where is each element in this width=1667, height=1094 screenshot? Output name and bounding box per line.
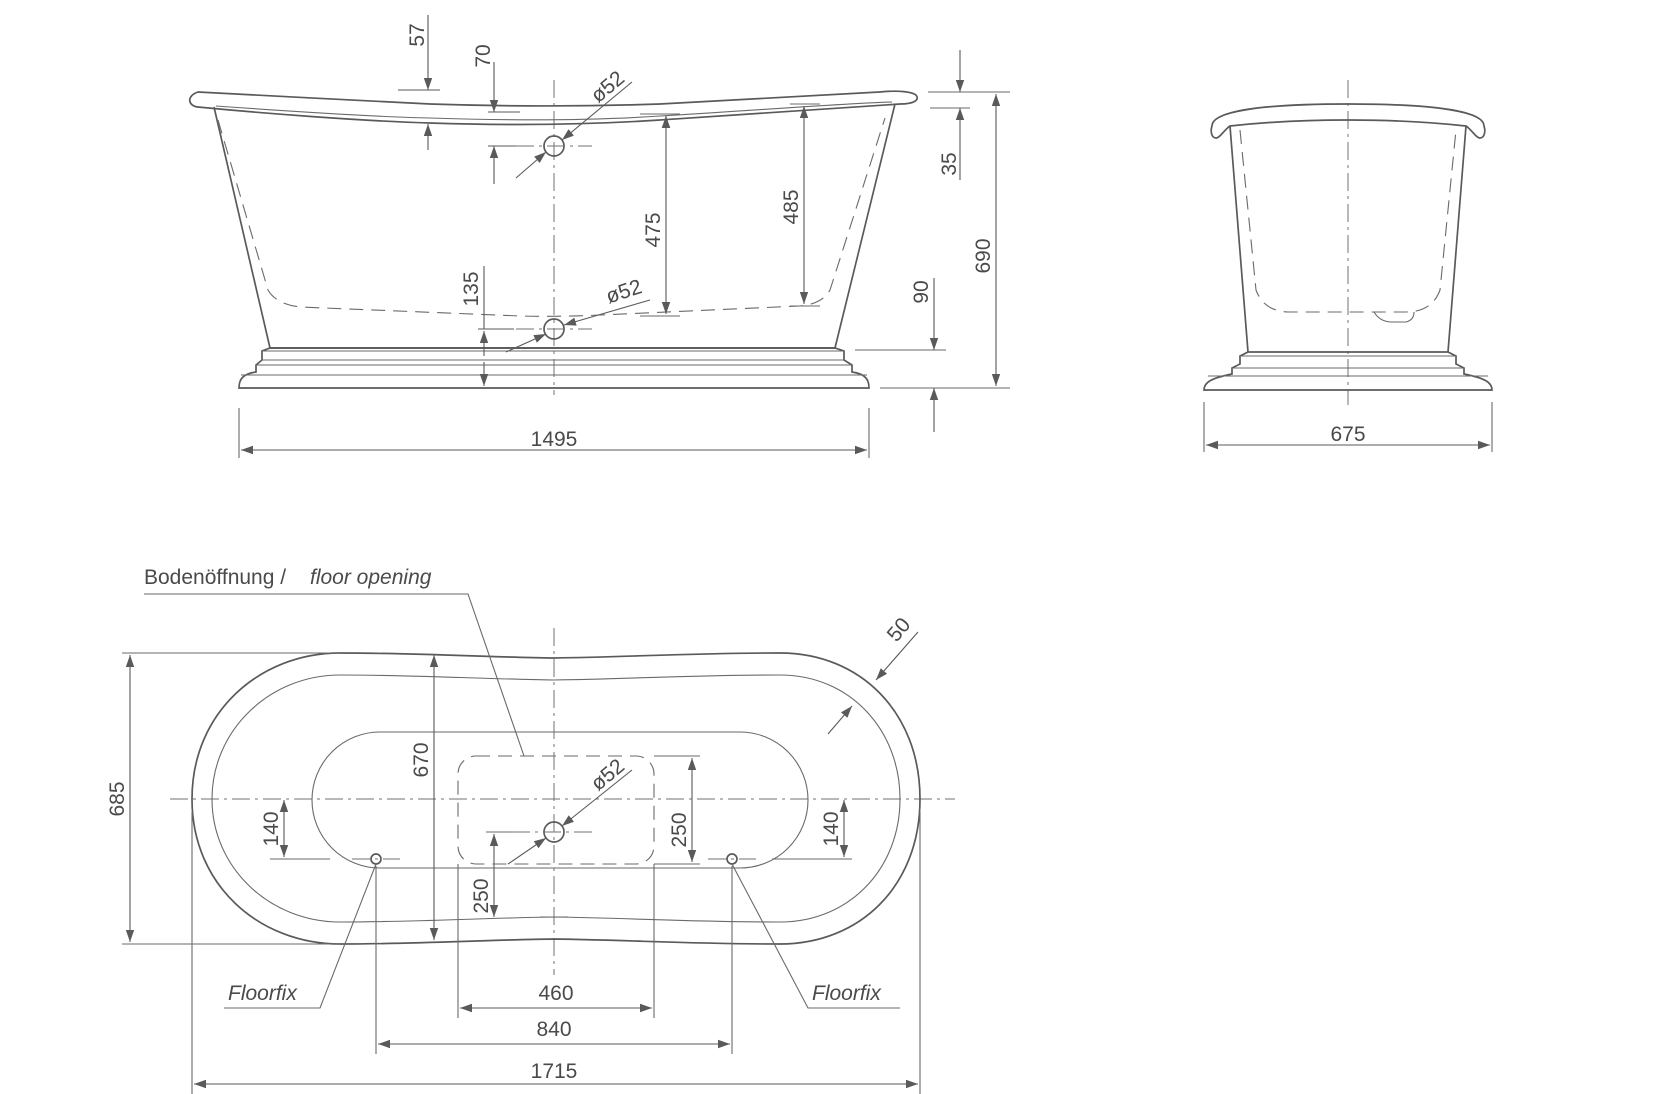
- dim-plan-inner-width: 670: [410, 742, 433, 777]
- side-plinth: [238, 347, 870, 389]
- dim-plan-total-width: 685: [106, 781, 129, 816]
- side-view: 57 70 ø52 475 485 35 690: [188, 15, 1010, 458]
- label-floor-opening-de: Bodenöffnung /: [144, 566, 286, 589]
- label-floorfix-right: Floorfix: [812, 982, 882, 1005]
- label-floorfix-left: Floorfix: [228, 982, 298, 1005]
- plan-floor-opening: [457, 755, 655, 865]
- dim-side-base-length: 1495: [531, 428, 578, 451]
- plan-view: 685 670 140 140 250 250 ø52 50 Bodenöffn…: [106, 566, 955, 1094]
- dim-side-rim-top: 57: [406, 23, 429, 46]
- dim-side-plinth-height: 90: [910, 280, 933, 303]
- dim-front-base-width: 675: [1330, 423, 1365, 446]
- dim-plan-drain-offset: 250: [470, 878, 493, 913]
- side-inner-basin: [217, 117, 886, 317]
- dim-plan-fix-spacing: 840: [536, 1018, 571, 1041]
- front-plinth: [1203, 351, 1493, 391]
- dim-plan-opening-depth: 250: [668, 812, 691, 847]
- plan-outer-outline: [191, 652, 921, 945]
- dim-plan-fix-offset-right: 140: [820, 811, 843, 846]
- dim-plan-total-length: 1715: [531, 1060, 578, 1083]
- dim-side-inner-depth-end: 485: [780, 189, 803, 224]
- dim-side-outlet-height: 70: [472, 44, 495, 67]
- front-inner-basin: [1239, 129, 1457, 313]
- dim-side-end-rise: 35: [938, 152, 961, 175]
- front-rim: [1210, 103, 1486, 139]
- dim-plan-drain-diameter: ø52: [587, 755, 630, 796]
- dim-side-overflow-diameter: ø52: [587, 67, 630, 108]
- dim-plan-opening-length: 460: [538, 982, 573, 1005]
- dim-side-inner-depth-center: 475: [642, 212, 665, 247]
- dim-side-drain-height: 135: [460, 271, 483, 306]
- dim-plan-fix-offset-left: 140: [260, 811, 283, 846]
- plan-rim-inner: [211, 674, 901, 923]
- plan-basin: [311, 731, 809, 869]
- front-view: 675: [1203, 80, 1493, 452]
- label-floor-opening-en: floor opening: [310, 566, 432, 589]
- dim-side-total-height: 690: [972, 238, 995, 273]
